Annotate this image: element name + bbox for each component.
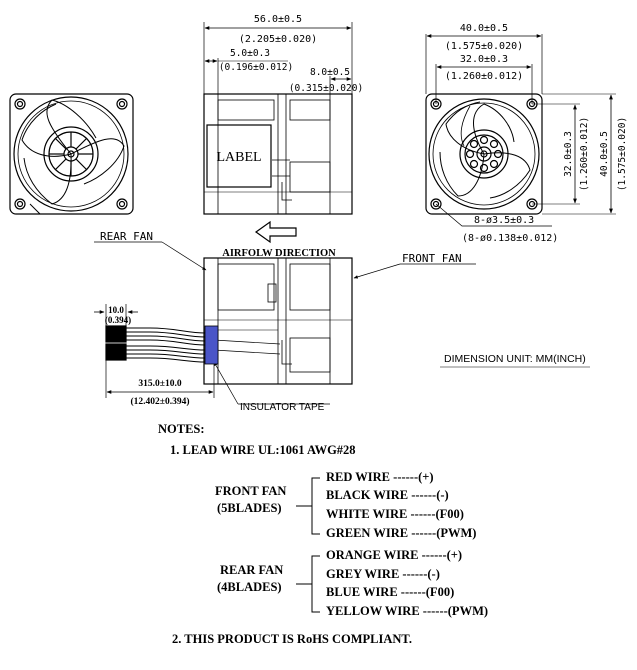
dim-flange-rear: 8.0±0.5	[310, 67, 350, 78]
wire-name: BLUE WIRE	[326, 585, 398, 599]
wire-list-item: ORANGE WIRE ------(+)	[326, 548, 462, 563]
dim-height-v-in: (1.575±0.020)	[617, 117, 628, 191]
wire-list-item: BLACK WIRE ------(-)	[326, 488, 449, 503]
dim-width: 40.0±0.5	[460, 23, 508, 34]
notes-brackets	[296, 477, 320, 613]
notes-heading: NOTES:	[158, 422, 205, 436]
front-fan-group-label: FRONT FAN	[215, 484, 287, 498]
dimension-labels: 56.0±0.5 (2.205±0.020) 5.0±0.3 (0.196±0.…	[105, 14, 628, 407]
wire-function: ------(PWM)	[411, 526, 477, 540]
wire-function: ------(+)	[393, 470, 434, 484]
dim-height-v: 40.0±0.5	[599, 131, 610, 177]
insulator-tape	[204, 325, 219, 365]
dim-flange-front: 5.0±0.3	[230, 48, 270, 59]
wire-function: ------(-)	[411, 488, 449, 502]
dim-hole-spacing: 32.0±0.3	[460, 54, 508, 65]
wire-name: BLACK WIRE	[326, 488, 409, 502]
wire-function: ------(F00)	[410, 507, 464, 521]
front-fan-label: FRONT FAN	[402, 252, 462, 265]
callout-labels: LABEL AIRFOLW DIRECTION REAR FAN FRONT F…	[100, 150, 586, 413]
top-view	[94, 241, 590, 405]
wire-name: GREEN WIRE	[326, 526, 409, 540]
dim-strip-in: (0.394)	[105, 315, 131, 325]
wire-list-item: BLUE WIRE ------(F00)	[326, 585, 454, 600]
label-box-text: LABEL	[216, 150, 261, 165]
dim-width-in: (1.575±0.020)	[445, 41, 523, 52]
rear-fan-blades-label: (4BLADES)	[217, 580, 282, 594]
dim-hole-spacing-v-in: (1.260±0.012)	[579, 117, 590, 191]
wire-list-item: RED WIRE ------(+)	[326, 470, 434, 485]
rear-fan-label: REAR FAN	[100, 230, 153, 243]
note-lead-wire: 1. LEAD WIRE UL:1061 AWG#28	[170, 443, 356, 457]
wire-name: ORANGE WIRE	[326, 548, 419, 562]
dim-length: 56.0±0.5	[254, 14, 302, 25]
wire-function: ------(+)	[421, 548, 463, 562]
dim-holes-in: (8-ø0.138±0.012)	[462, 233, 558, 244]
wire-function: ------(-)	[402, 567, 440, 581]
insulator-tape-label: INSULATOR TAPE	[240, 402, 325, 413]
airflow-label: AIRFOLW DIRECTION	[222, 248, 336, 259]
dim-flange-rear-in: (0.315±0.020)	[289, 83, 363, 94]
wire-name: RED WIRE	[326, 470, 391, 484]
dim-holes: 8-ø3.5±0.3	[474, 215, 534, 226]
dim-strip: 10.0	[108, 305, 124, 315]
dim-flange-front-in: (0.196±0.012)	[219, 62, 293, 73]
wire-list-item: WHITE WIRE ------(F00)	[326, 507, 464, 522]
wire-list-item: YELLOW WIRE ------(PWM)	[326, 604, 488, 619]
dim-lead-length: 315.0±10.0	[138, 379, 181, 389]
wire-list-item: GREY WIRE ------(-)	[326, 567, 440, 582]
rear-fan-group-label: REAR FAN	[220, 563, 284, 577]
wire-list-item: GREEN WIRE ------(PWM)	[326, 526, 476, 541]
wire-function: ------(F00)	[400, 585, 455, 599]
wire-name: GREY WIRE	[326, 567, 400, 581]
side-view	[203, 22, 353, 215]
note-rohs: 2. THIS PRODUCT IS RoHS COMPLIANT.	[172, 632, 412, 646]
dimension-unit-label: DIMENSION UNIT: MM(INCH)	[444, 353, 586, 365]
dim-hole-spacing-in: (1.260±0.012)	[445, 71, 523, 82]
front-fan-view	[425, 34, 616, 227]
wire-name: WHITE WIRE	[326, 507, 408, 521]
dim-lead-length-in: (12.402±0.394)	[130, 396, 189, 407]
wire-function: ------(PWM)	[422, 604, 489, 618]
wire-name: YELLOW WIRE	[326, 604, 420, 618]
airflow-arrow	[254, 220, 297, 244]
dim-length-in: (2.205±0.020)	[239, 34, 317, 45]
rear-fan-view	[9, 93, 134, 215]
front-fan-blades-label: (5BLADES)	[217, 501, 282, 515]
dim-hole-spacing-v: 32.0±0.3	[563, 131, 574, 177]
